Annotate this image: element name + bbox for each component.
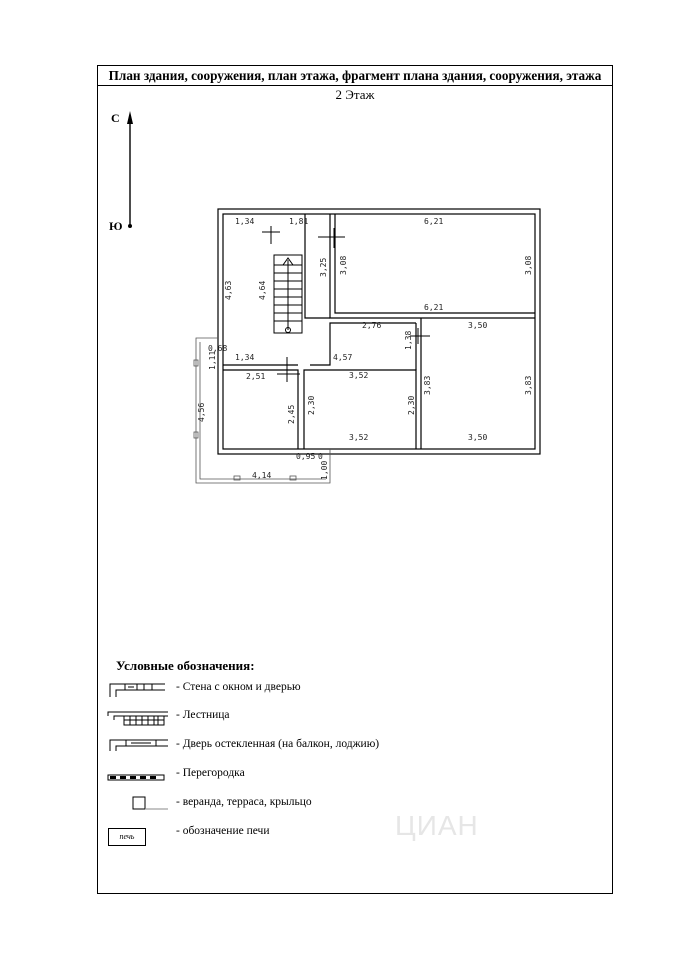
dim-label: 0,95 <box>296 452 315 461</box>
dim-label: 1,38 <box>404 331 413 350</box>
legend-item-stove: - обозначение печи <box>176 825 270 837</box>
dim-label: 1,81 <box>289 217 308 226</box>
glazed-door-icon <box>109 739 168 751</box>
dim-label: 1,34 <box>235 353 254 362</box>
wall-window-door-icon <box>109 683 165 697</box>
dim-label: 3,83 <box>524 376 533 395</box>
page-title: План здания, сооружения, план этажа, фра… <box>98 66 612 86</box>
stairs-icon <box>273 254 303 334</box>
dim-label: 3,25 <box>319 258 328 277</box>
interior-walls <box>223 214 535 449</box>
dim-label: 3,08 <box>524 256 533 275</box>
compass-south-label: Ю <box>109 219 123 233</box>
stove-icon: печь <box>108 828 146 846</box>
dim-label: 3,83 <box>423 376 432 395</box>
dim-label: 3,50 <box>468 433 487 442</box>
dim-label: 0,68 <box>208 344 227 353</box>
legend-item-stairs: - Лестница <box>176 709 230 721</box>
legend-item-glazed-door: - Дверь остекленная (на балкон, лоджию) <box>176 738 380 750</box>
dim-label: 2,30 <box>307 396 316 415</box>
dim-label: 4,57 <box>333 353 352 362</box>
dim-label: 2,30 <box>407 396 416 415</box>
veranda-icon <box>132 796 168 810</box>
dim-label: 4,14 <box>252 471 271 480</box>
dim-label: 1,00 <box>320 461 329 480</box>
document-frame: План здания, сооружения, план этажа, фра… <box>97 65 613 894</box>
dim-label: 3,50 <box>468 321 487 330</box>
legend-item-veranda: - веранда, терраса, крыльцо <box>176 796 312 808</box>
partition-icon <box>107 774 165 781</box>
dim-label: 4,63 <box>224 281 233 300</box>
legend-title: Условные обозначения: <box>116 658 255 673</box>
legend-item-partition: - Перегородка <box>176 767 245 779</box>
dim-label: 2,76 <box>362 321 381 330</box>
compass-north-label: С <box>111 111 120 125</box>
dim-label: 4,56 <box>197 403 206 422</box>
dim-label: 6,21 <box>424 303 443 312</box>
veranda-outline <box>193 337 331 484</box>
dim-label: 6,21 <box>424 217 443 226</box>
compass-arrow-icon <box>127 111 133 228</box>
door-marks <box>262 226 430 382</box>
floor-label: 2 Этаж <box>335 87 375 102</box>
dim-label: 1,11 <box>208 351 217 370</box>
dim-label: 4,64 <box>258 281 267 300</box>
dim-label: 2,51 <box>246 372 265 381</box>
stairs-icon <box>107 711 168 726</box>
dim-label: 3,52 <box>349 433 368 442</box>
dim-label: 2,45 <box>287 405 296 424</box>
dim-label: 3,08 <box>339 256 348 275</box>
dim-label: 3,52 <box>349 371 368 380</box>
watermark: ЦИАН <box>395 810 479 841</box>
legend-item-wall: - Стена с окном и дверью <box>176 681 301 693</box>
dim-label: 1,34 <box>235 217 254 226</box>
dim-label: 0 <box>318 452 323 461</box>
outer-walls <box>217 208 541 455</box>
